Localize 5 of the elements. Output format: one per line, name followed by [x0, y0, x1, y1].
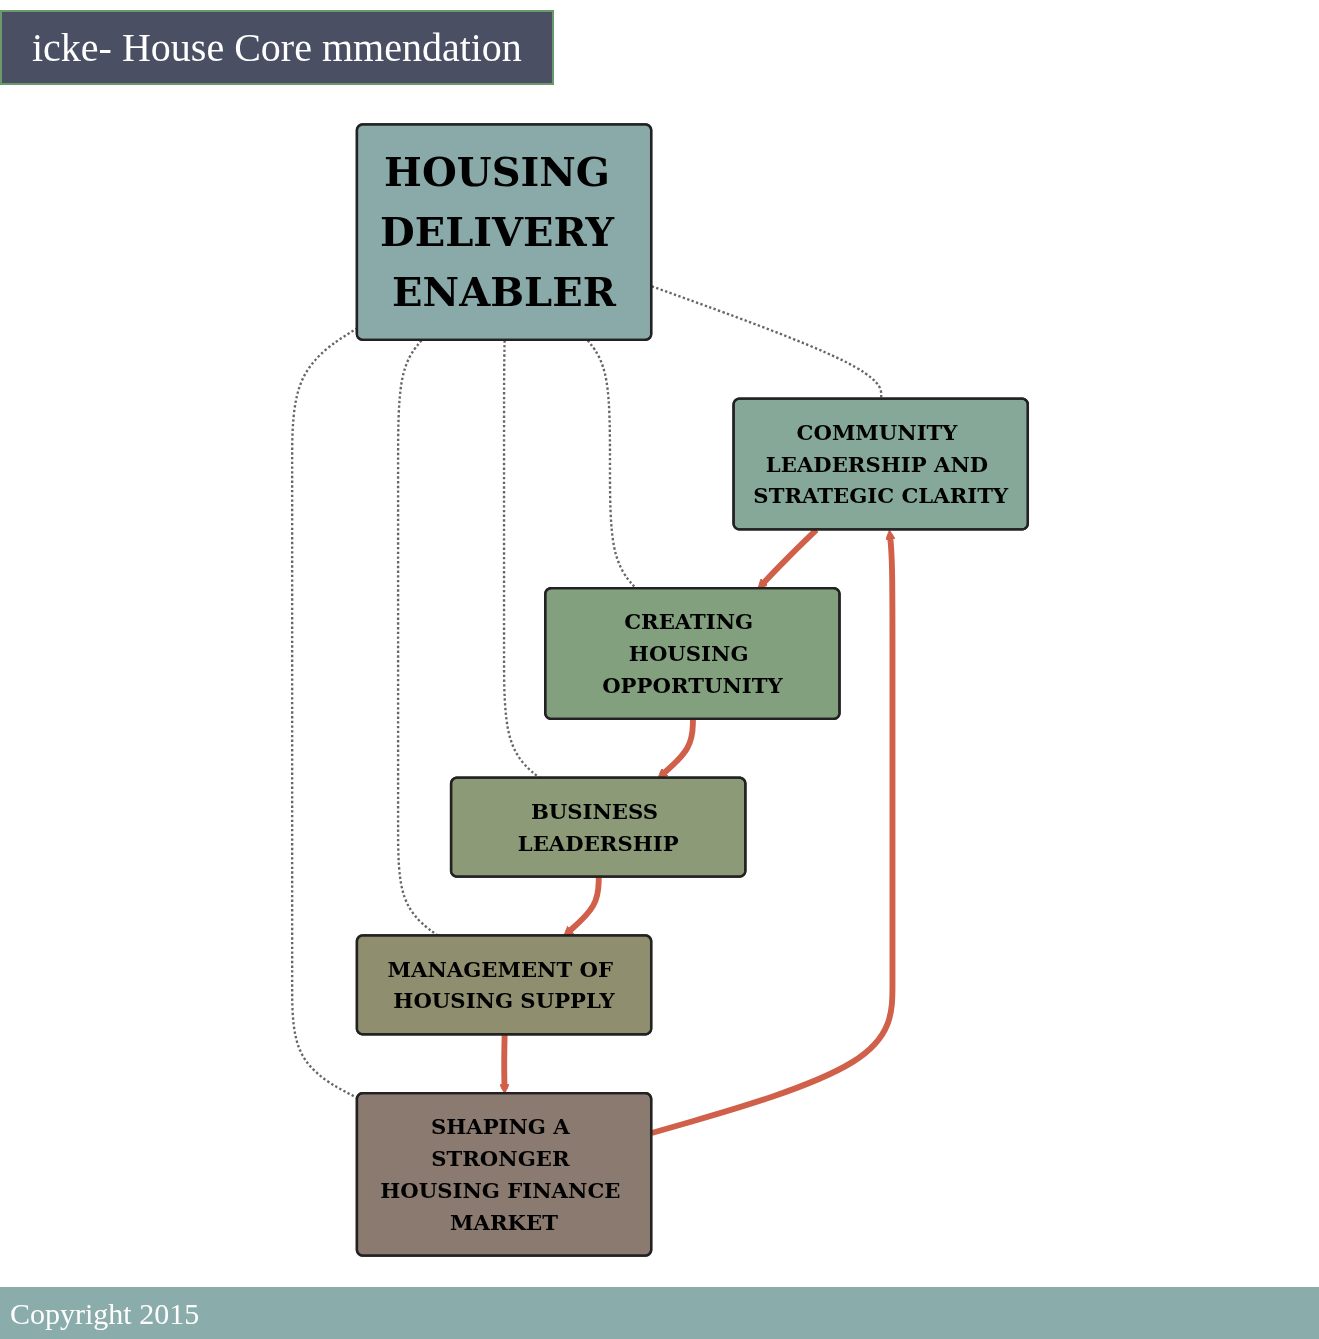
copyright-note: Copyright 2015 — [10, 1297, 200, 1331]
title-banner: icke- House Core mmendation — [0, 10, 554, 85]
arrow — [656, 719, 696, 779]
arrow — [650, 529, 896, 1136]
connector — [290, 326, 358, 1100]
